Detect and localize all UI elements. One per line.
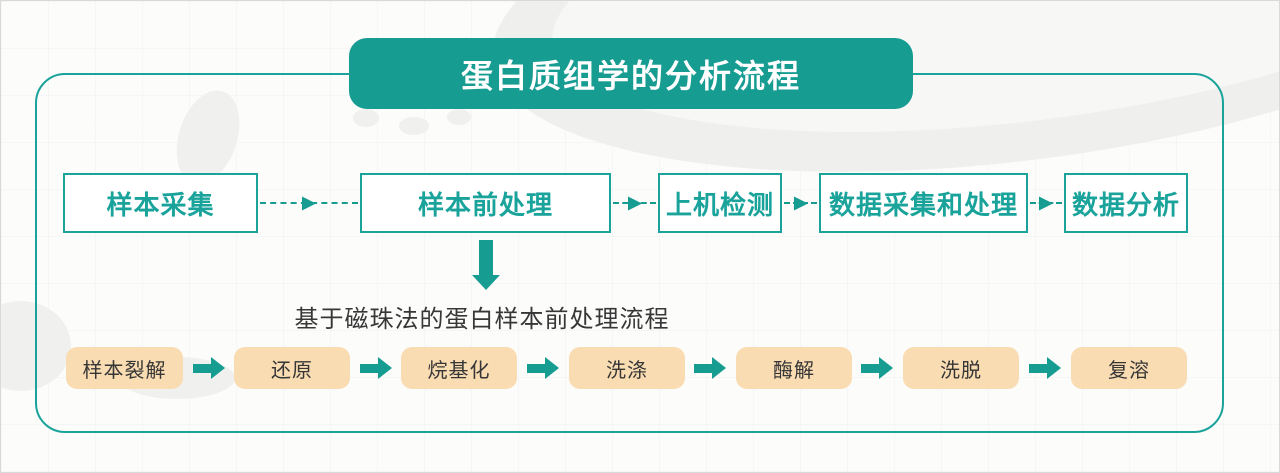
page-title: 蛋白质组学的分析流程 bbox=[460, 57, 801, 94]
right-arrow-icon bbox=[694, 357, 726, 379]
substep-washing: 洗涤 bbox=[569, 347, 685, 389]
flow-step-label: 样本前处理 bbox=[417, 189, 553, 220]
background-blob bbox=[399, 117, 429, 135]
substep-label: 样本裂解 bbox=[82, 359, 167, 382]
diagram-header: 蛋白质组学的分析流程 bbox=[349, 38, 913, 109]
flow-step-label: 数据采集和处理 bbox=[828, 189, 1018, 220]
right-arrow-icon bbox=[193, 357, 225, 379]
substep-label: 烷基化 bbox=[427, 359, 491, 382]
substep-label: 洗涤 bbox=[606, 359, 648, 382]
right-arrow-icon bbox=[360, 357, 392, 379]
right-arrow-icon bbox=[527, 357, 559, 379]
dashed-arrow-connector bbox=[1030, 195, 1062, 210]
substep-elution: 洗脱 bbox=[903, 347, 1019, 389]
substep-alkylation: 烷基化 bbox=[401, 347, 517, 389]
right-arrowhead-icon bbox=[302, 195, 316, 210]
substep-enzymatic-digestion: 酶解 bbox=[736, 347, 852, 389]
substep-label: 复溶 bbox=[1108, 359, 1150, 382]
subflow-caption: 基于磁珠法的蛋白样本前处理流程 bbox=[294, 306, 670, 333]
flow-step-label: 数据分析 bbox=[1071, 189, 1180, 220]
substep-redissolution: 复溶 bbox=[1071, 347, 1187, 389]
flow-step-data-analysis: 数据分析 bbox=[1064, 173, 1188, 233]
substep-label: 酶解 bbox=[773, 359, 815, 382]
flow-step-instrument-detection: 上机检测 bbox=[658, 173, 782, 233]
substep-reduction: 还原 bbox=[234, 347, 350, 389]
dashed-arrow-connector bbox=[260, 195, 358, 210]
flow-step-sample-preparation: 样本前处理 bbox=[360, 173, 611, 233]
dashed-arrow-connector bbox=[784, 195, 817, 210]
flow-step-label: 上机检测 bbox=[665, 189, 774, 220]
substep-sample-lysis: 样本裂解 bbox=[66, 347, 183, 389]
right-arrowhead-icon bbox=[1039, 195, 1053, 210]
flow-step-sample-collection: 样本采集 bbox=[63, 173, 258, 233]
background-blob bbox=[353, 109, 379, 127]
right-arrow-icon bbox=[1029, 357, 1061, 379]
right-arrowhead-icon bbox=[627, 195, 642, 210]
dashed-arrow-connector bbox=[613, 195, 656, 210]
right-arrowhead-icon bbox=[793, 195, 808, 210]
flow-step-label: 样本采集 bbox=[106, 189, 215, 220]
down-arrow-icon bbox=[472, 240, 500, 290]
flow-step-data-acquisition-processing: 数据采集和处理 bbox=[819, 173, 1028, 233]
right-arrow-icon bbox=[861, 357, 893, 379]
substep-label: 洗脱 bbox=[940, 359, 982, 382]
substep-label: 还原 bbox=[271, 359, 313, 382]
background-blob bbox=[447, 109, 471, 125]
